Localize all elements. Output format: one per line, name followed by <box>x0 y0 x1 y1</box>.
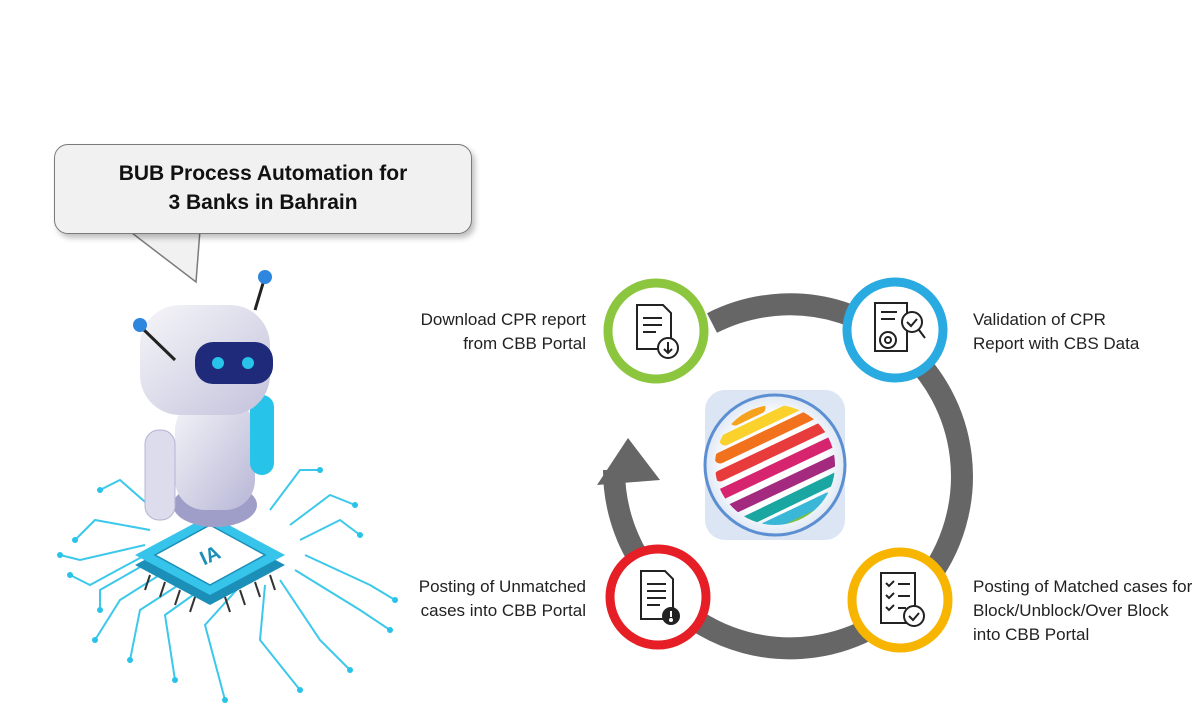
step-label-line: Posting of Unmatched <box>418 577 586 596</box>
step-label-line: Download CPR report <box>420 310 586 329</box>
document-validation-gear-icon <box>874 302 926 352</box>
callout-title: BUB Process Automation for 3 Banks in Ba… <box>55 159 471 217</box>
callout-line-2: 3 Banks in Bahrain <box>168 191 358 214</box>
step-label-line: into CBB Portal <box>973 625 1090 644</box>
step-label-line: from CBB Portal <box>463 334 586 353</box>
step-label-line: Posting of Matched cases for <box>973 577 1193 596</box>
checklist-approved-icon <box>880 572 925 627</box>
step-label-unmatched: Posting of Unmatched cases into CBB Port… <box>390 575 586 623</box>
callout-bubble: BUB Process Automation for 3 Banks in Ba… <box>54 144 472 234</box>
document-warning-icon <box>640 570 680 625</box>
robot-illustration <box>133 270 274 527</box>
step-label-line: cases into CBB Portal <box>420 601 586 620</box>
step-circle-download <box>603 278 709 384</box>
callout-line-1: BUB Process Automation for <box>118 162 408 185</box>
step-label-line: Report with CBS Data <box>973 334 1140 353</box>
download-document-icon <box>636 304 679 359</box>
cycle-arrow-head <box>597 438 660 485</box>
step-label-matched: Posting of Matched cases for Block/Unblo… <box>973 575 1198 647</box>
step-label-line: Validation of CPR <box>973 310 1106 329</box>
step-label-validation: Validation of CPR Report with CBS Data <box>973 308 1183 356</box>
step-circle-unmatched <box>605 544 711 650</box>
step-circle-validation <box>842 277 948 383</box>
step-circle-matched <box>847 547 953 653</box>
processor-chip <box>135 515 285 613</box>
step-label-line: Block/Unblock/Over Block <box>973 601 1169 620</box>
step-label-download: Download CPR report from CBB Portal <box>400 308 586 356</box>
chip-label: IA <box>197 542 224 570</box>
striped-globe-logo <box>703 390 847 540</box>
